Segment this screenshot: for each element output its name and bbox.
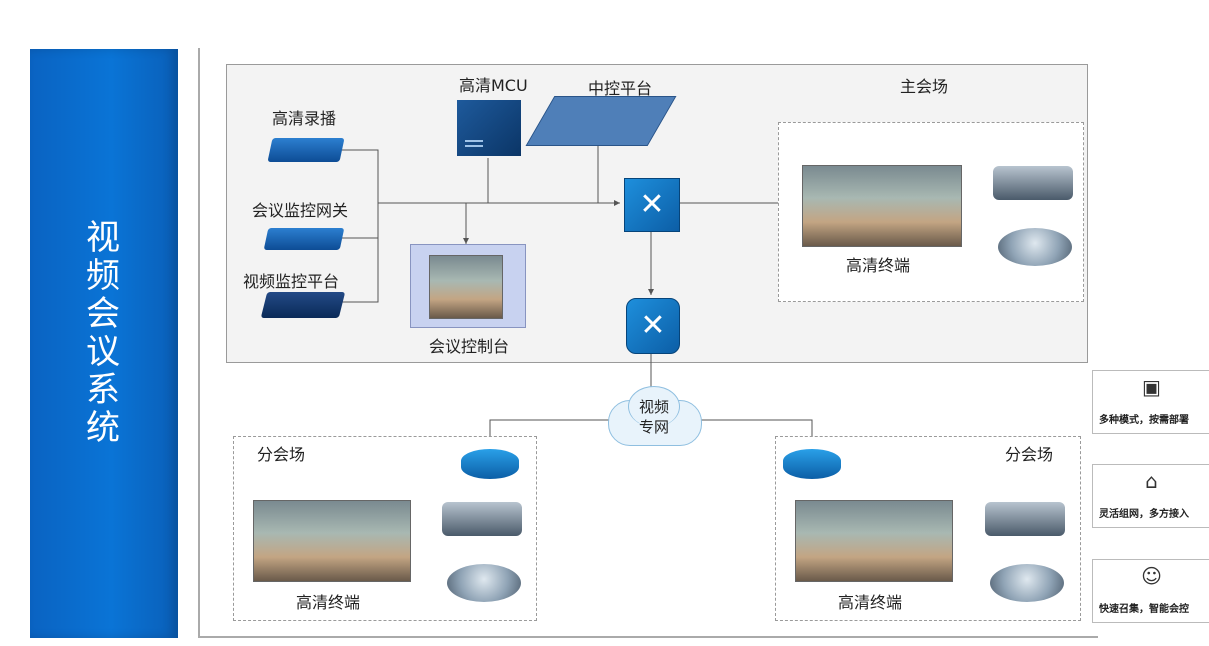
frame-left-line [198,48,200,638]
feature-text: 灵活组网，多方接入 [1099,509,1189,520]
feature-card-deployment: ▣ 多种模式，按需部署 [1092,370,1209,434]
mcu-label: 高清MCU [459,76,528,95]
branch-left-title: 分会场 [257,445,306,464]
recording-device-icon [267,138,345,162]
feature-card-network: ⌂ 灵活组网，多方接入 [1092,464,1209,528]
branch-left-meeting-photo [253,500,411,582]
banner-char: 统 [86,408,122,448]
banner-char: 视 [86,218,122,258]
main-microphone-icon [998,228,1072,266]
grid-icon: ▣ [1142,375,1161,399]
banner-char: 频 [86,256,122,296]
branch-left-microphone-icon [447,564,521,602]
banner-char: 系 [86,370,122,410]
feature-text: 快速召集，智能会控 [1099,604,1189,615]
branch-right-microphone-icon [990,564,1064,602]
branch-right-camera-icon [985,502,1065,536]
feature-card-control: ☺ 快速召集，智能会控 [1092,559,1209,623]
video-monitor-device-icon [260,292,346,318]
main-venue-label: 主会场 [900,77,949,96]
banner-char: 议 [86,332,122,372]
branch-left-router-icon [461,449,519,479]
banner-char: 会 [86,294,122,334]
mcu-server-icon [457,100,521,156]
feature-text: 多种模式，按需部署 [1099,415,1189,426]
branch-right-meeting-photo [795,500,953,582]
main-camera-icon [993,166,1073,200]
console-label: 会议控制台 [429,337,510,356]
recording-label: 高清录播 [272,109,337,128]
cloud-line1: 视频 [638,398,669,416]
gateway-device-icon [263,228,345,250]
video-network-cloud: 视频 专网 [600,384,708,446]
branch-right-terminal-label: 高清终端 [838,593,903,612]
branch-left-terminal-label: 高清终端 [296,593,361,612]
core-router-icon: ✕ [626,298,680,354]
branch-left-camera-icon [442,502,522,536]
head-icon: ☺ [1141,564,1162,588]
banner-title: 视 频 会 议 系 统 [30,219,178,447]
frame-bottom-line [198,636,1098,638]
branch-right-title: 分会场 [1005,445,1054,464]
branch-right-router-icon [783,449,841,479]
gateway-label: 会议监控网关 [252,201,349,220]
cloud-line2: 专网 [638,418,669,436]
main-terminal-label: 高清终端 [846,256,911,275]
router-wifi-icon: ⌂ [1145,469,1158,493]
video-monitor-label: 视频监控平台 [243,272,340,291]
core-switch-icon: ✕ [624,178,680,232]
title-banner: 视 频 会 议 系 统 [30,49,178,638]
main-venue-meeting-photo [802,165,962,247]
central-control-label: 中控平台 [588,79,653,98]
console-screen-icon [410,244,526,328]
